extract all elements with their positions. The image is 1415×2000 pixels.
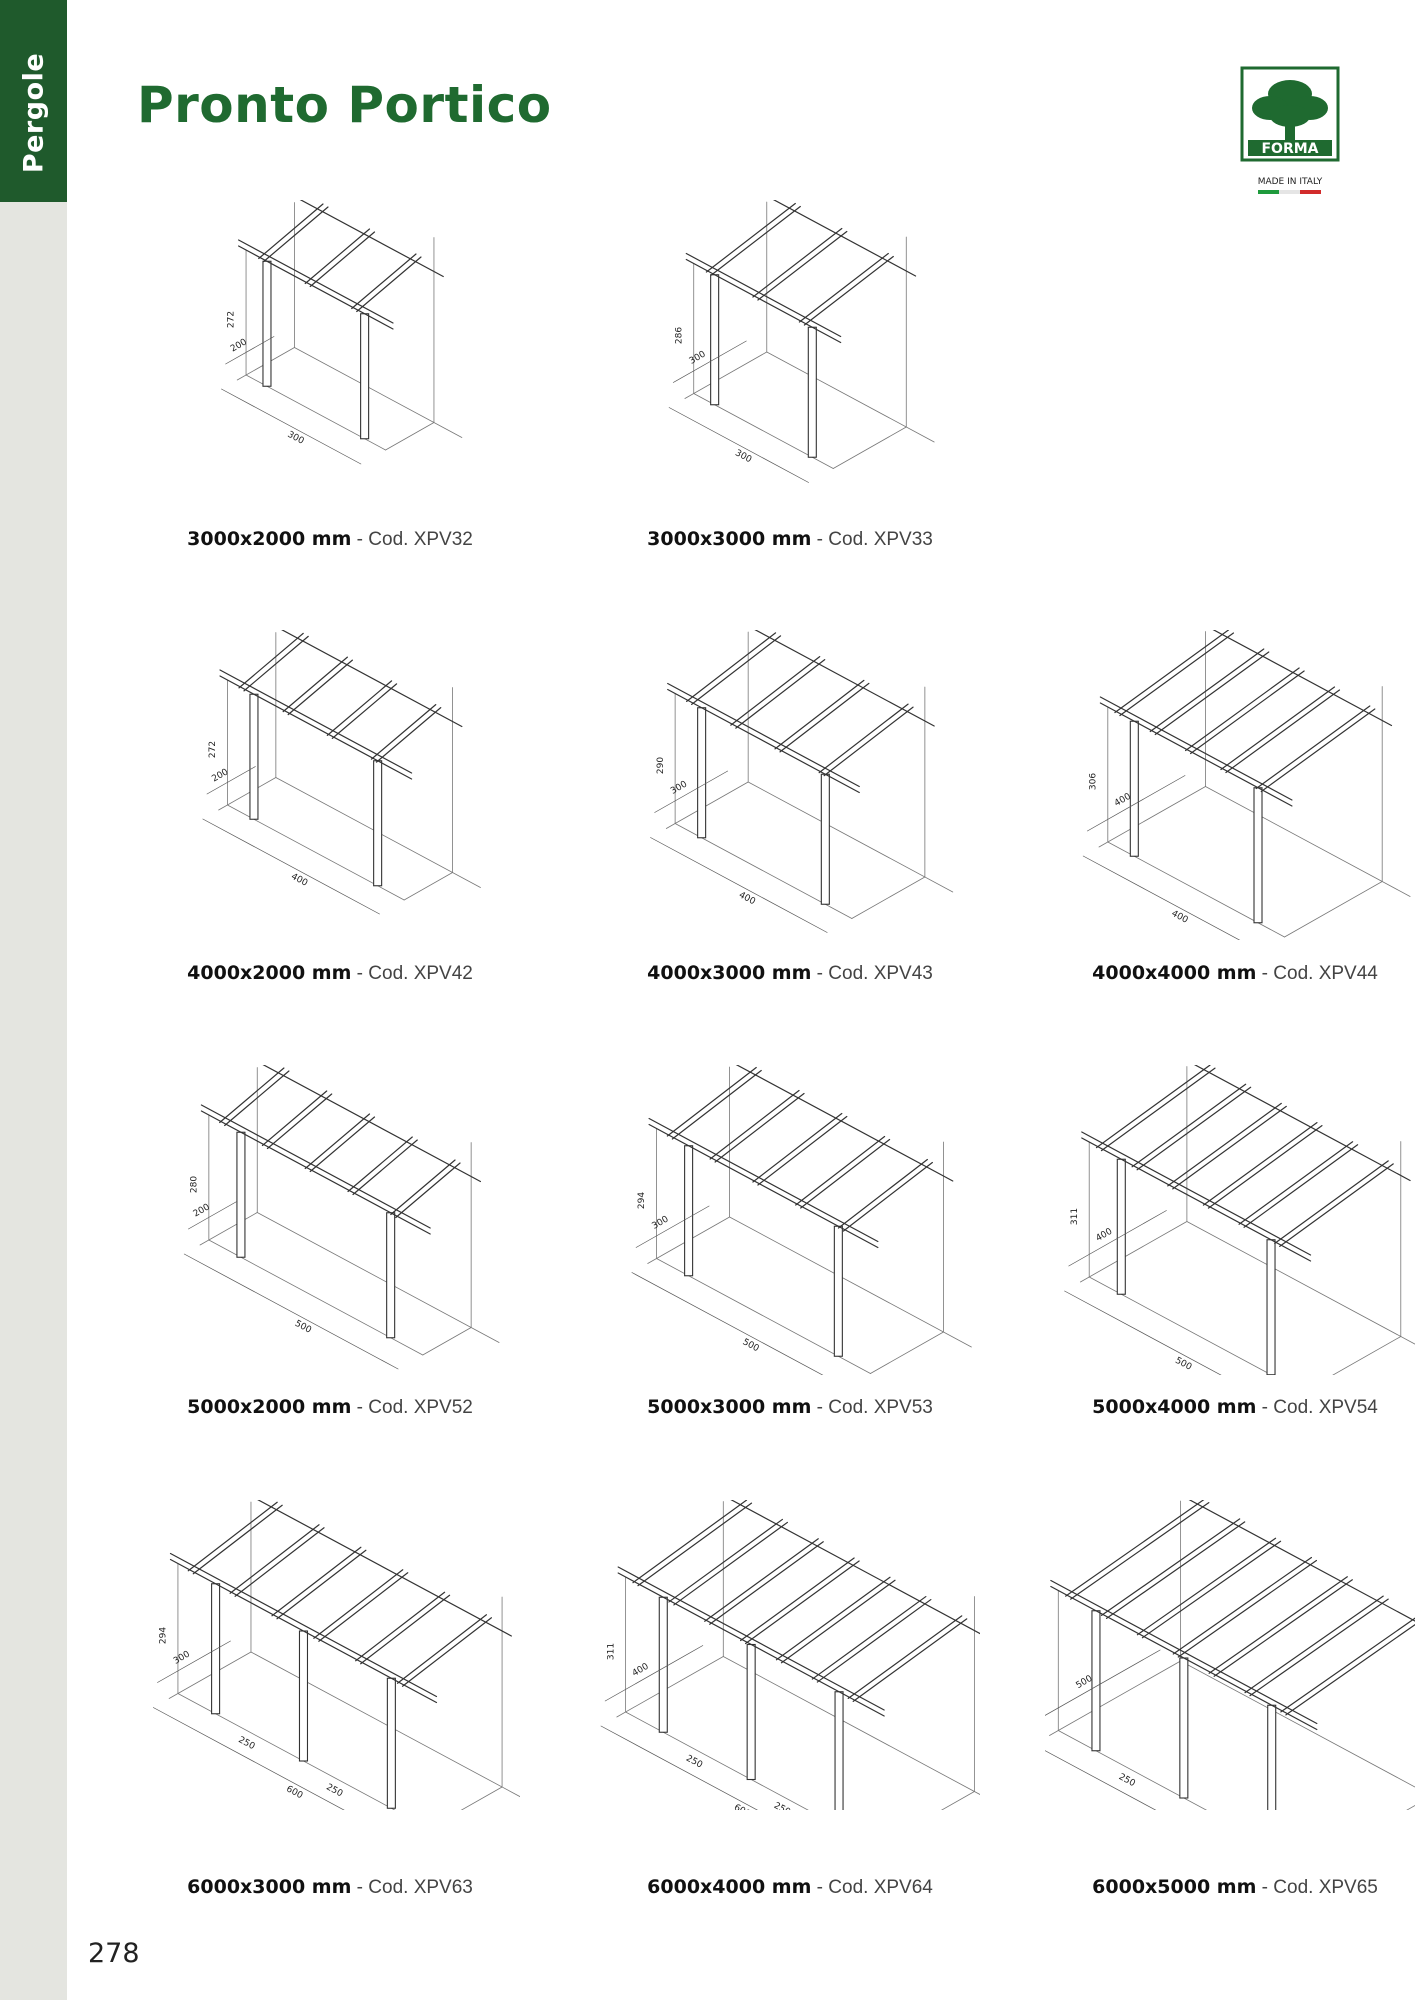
height-dimension-label: 311: [1070, 1208, 1080, 1225]
page-number: 278: [88, 1938, 140, 1969]
product-caption: 3000x2000 mm - Cod. XPV32: [140, 528, 520, 551]
product-code: - Cod. XPV65: [1256, 1877, 1378, 1898]
svg-text:FORMA: FORMA: [1261, 141, 1318, 157]
product-caption: 6000x3000 mm - Cod. XPV63: [140, 1876, 520, 1899]
product-size: 6000x3000 mm: [187, 1876, 352, 1898]
product-card[interactable]: 600 400 311 250 250 6000x4000 mm - Cod. XPV64: [600, 1500, 980, 1898]
depth-dimension-label: 300: [669, 779, 689, 796]
svg-text:MADE IN ITALY: MADE IN ITALY: [1258, 177, 1323, 187]
pergola-drawing: 600 400 311 250 250: [600, 1500, 980, 1810]
product-code: - Cod. XPV54: [1256, 1397, 1378, 1418]
product-caption: 4000x3000 mm - Cod. XPV43: [600, 962, 980, 985]
depth-dimension-label: 300: [688, 349, 708, 366]
height-dimension-label: 311: [606, 1643, 616, 1660]
pergola-drawing: 600500250250: [1045, 1500, 1415, 1810]
section-tab[interactable]: Pergole: [0, 0, 67, 202]
product-size: 5000x3000 mm: [647, 1396, 812, 1418]
tree-logo-icon: FORMA MADE IN ITALY: [1240, 66, 1340, 194]
product-size: 5000x2000 mm: [187, 1396, 352, 1418]
product-size: 3000x2000 mm: [187, 528, 352, 550]
product-caption: 6000x4000 mm - Cod. XPV64: [600, 1876, 980, 1899]
product-code: - Cod. XPV42: [351, 963, 473, 984]
flag-red: [1300, 190, 1321, 194]
product-card[interactable]: 600500250250 6000x5000 mm - Cod. XPV65: [1045, 1500, 1415, 1898]
product-code: - Cod. XPV64: [811, 1877, 933, 1898]
product-caption: 4000x2000 mm - Cod. XPV42: [140, 962, 520, 985]
bay-dimension-label: 250: [772, 1801, 792, 1810]
depth-dimension-label: 300: [172, 1649, 192, 1666]
product-code: - Cod. XPV43: [811, 963, 933, 984]
product-size: 5000x4000 mm: [1092, 1396, 1257, 1418]
product-caption: 5000x3000 mm - Cod. XPV53: [600, 1396, 980, 1419]
height-dimension-label: 294: [637, 1192, 647, 1209]
product-caption: 5000x4000 mm - Cod. XPV54: [1045, 1396, 1415, 1419]
bay-dimension-label: 250: [1117, 1772, 1137, 1789]
product-code: - Cod. XPV63: [351, 1877, 473, 1898]
product-size: 6000x4000 mm: [647, 1876, 812, 1898]
product-code: - Cod. XPV53: [811, 1397, 933, 1418]
bay-dimension-label: 250: [236, 1735, 256, 1752]
side-bar: [0, 0, 67, 2000]
product-code: - Cod. XPV32: [351, 529, 473, 550]
forma-logo: FORMA MADE IN ITALY: [1240, 66, 1340, 200]
height-dimension-label: 272: [227, 311, 237, 328]
product-size: 4000x2000 mm: [187, 962, 352, 984]
product-code: - Cod. XPV52: [351, 1397, 473, 1418]
depth-dimension-label: 400: [1094, 1227, 1114, 1244]
flag-white: [1279, 190, 1300, 194]
product-code: - Cod. XPV44: [1256, 963, 1378, 984]
bay-dimension-label: 250: [324, 1782, 344, 1799]
product-code: - Cod. XPV33: [811, 529, 933, 550]
width-dimension-label: 600: [732, 1803, 752, 1810]
section-label: Pergole: [18, 52, 50, 174]
height-dimension-label: 294: [159, 1627, 169, 1644]
height-dimension-label: 280: [190, 1176, 200, 1193]
product-caption: 6000x5000 mm - Cod. XPV65: [1045, 1876, 1415, 1899]
height-dimension-label: 286: [674, 327, 684, 344]
product-caption: 5000x2000 mm - Cod. XPV52: [140, 1396, 520, 1419]
depth-dimension-label: 400: [631, 1662, 651, 1679]
page-title: Pronto Portico: [137, 76, 552, 134]
product-size: 4000x3000 mm: [647, 962, 812, 984]
product-caption: 4000x4000 mm - Cod. XPV44: [1045, 962, 1415, 985]
bay-dimension-label: 250: [684, 1754, 704, 1771]
flag-green: [1258, 190, 1279, 194]
product-caption: 3000x3000 mm - Cod. XPV33: [600, 528, 980, 551]
height-dimension-label: 306: [1088, 773, 1098, 790]
product-size: 3000x3000 mm: [647, 528, 812, 550]
product-size: 6000x5000 mm: [1092, 1876, 1257, 1898]
height-dimension-label: 272: [208, 741, 218, 758]
height-dimension-label: 290: [656, 757, 666, 774]
depth-dimension-label: 300: [651, 1214, 671, 1231]
product-size: 4000x4000 mm: [1092, 962, 1257, 984]
